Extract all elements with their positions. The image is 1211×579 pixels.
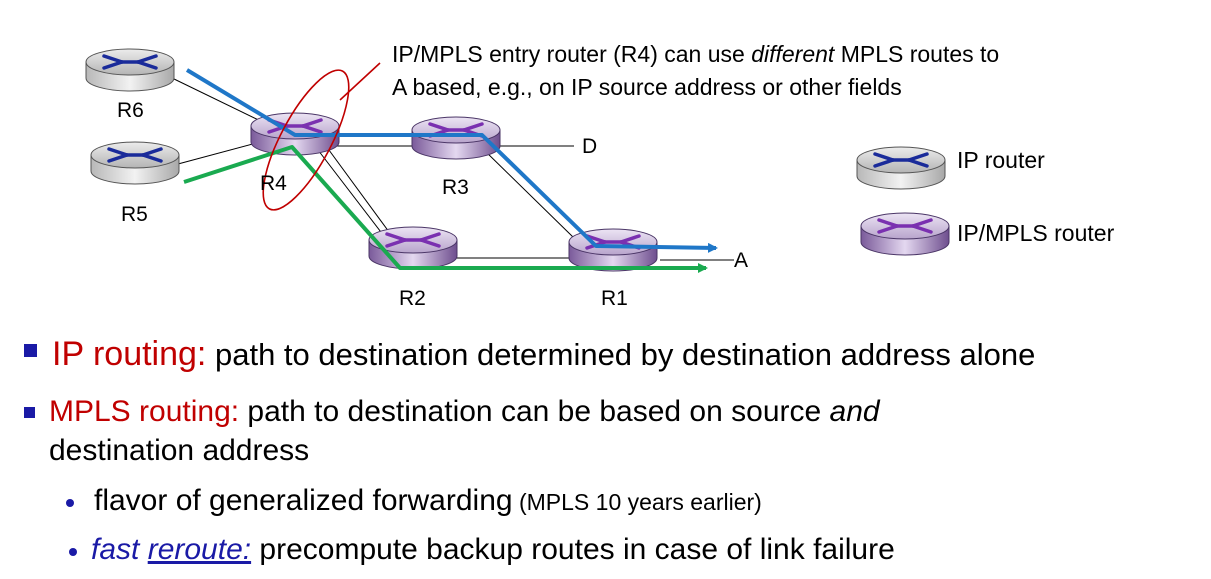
label-r4: R4 bbox=[260, 172, 287, 195]
blue-path bbox=[185, 68, 718, 253]
reroute-link[interactable]: reroute: bbox=[147, 533, 252, 566]
bullet-mpls-routing-line-2: destination address bbox=[49, 434, 310, 467]
network-diagram: R6 R5 R4 R3 R2 R1 D A bbox=[84, 47, 951, 310]
bullet-square-1 bbox=[24, 344, 37, 357]
legend-mpls-router-icon bbox=[859, 211, 951, 257]
sub-bullet-dot-1 bbox=[66, 499, 74, 507]
annotation-line-1: IP/MPLS entry router (R4) can use differ… bbox=[392, 41, 1000, 67]
bullet-mpls-routing: MPLS routing: path to destination can be… bbox=[49, 395, 880, 428]
label-r5: R5 bbox=[121, 203, 148, 226]
router-r5 bbox=[89, 140, 181, 186]
label-r1: R1 bbox=[601, 287, 628, 310]
label-a: A bbox=[734, 249, 748, 272]
router-r6 bbox=[84, 47, 176, 93]
annotation-line-2: A based, e.g., on IP source address or o… bbox=[392, 74, 902, 100]
sub-bullet-fast-reroute: fast reroute: precompute backup routes i… bbox=[91, 533, 895, 566]
entry-router-highlight bbox=[262, 69, 350, 211]
green-path bbox=[183, 145, 708, 273]
annotation-pointer bbox=[339, 62, 381, 101]
sub-bullet-generalized-forwarding: flavor of generalized forwarding (MPLS 1… bbox=[94, 484, 762, 517]
legend-ip-router-icon bbox=[855, 145, 947, 191]
label-r3: R3 bbox=[442, 176, 469, 199]
legend-ip-router-label: IP router bbox=[957, 147, 1045, 173]
label-r6: R6 bbox=[117, 99, 144, 122]
bullet-square-2 bbox=[24, 407, 35, 418]
sub-bullet-dot-2 bbox=[69, 548, 77, 556]
bullet-ip-routing: IP routing: path to destination determin… bbox=[52, 335, 1036, 373]
legend-mpls-router-label: IP/MPLS router bbox=[957, 220, 1115, 246]
annotation-text: IP/MPLS entry router (R4) can use differ… bbox=[392, 38, 999, 104]
label-r2: R2 bbox=[399, 287, 426, 310]
label-d: D bbox=[582, 135, 597, 158]
